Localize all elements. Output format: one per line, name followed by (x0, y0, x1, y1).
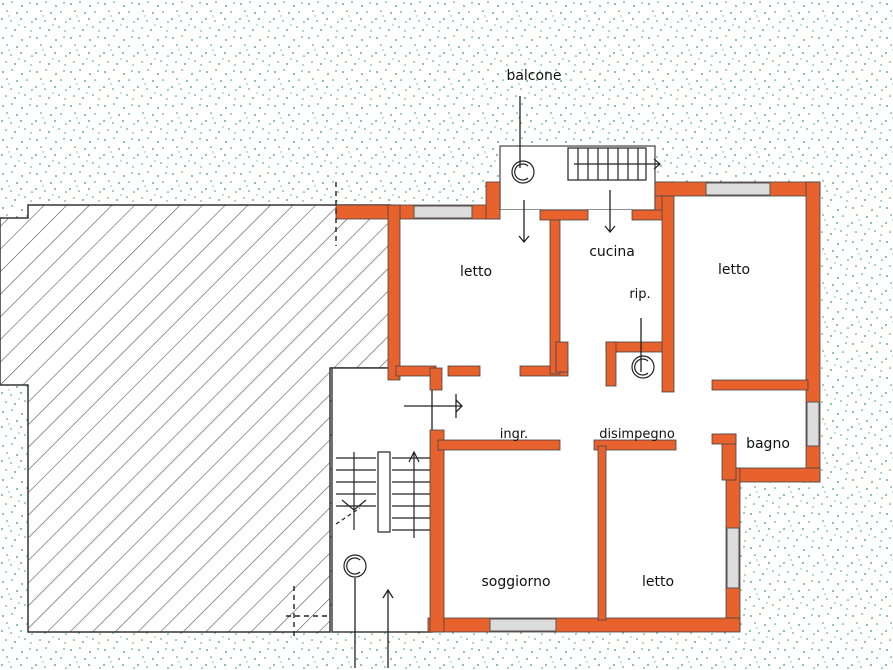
label-ingr: ingr. (500, 427, 528, 442)
flue-stairwell-icon (343, 554, 367, 578)
window-bagno (806, 401, 820, 447)
label-cucina: cucina (589, 244, 635, 260)
flue-rip-icon (631, 355, 655, 379)
arrow-stairwell-up-icon (382, 588, 394, 668)
balcony-stairs-icon (567, 147, 661, 181)
apartment-floor (388, 184, 818, 630)
window-letto-bottom-side (726, 527, 740, 589)
windows (413, 182, 820, 632)
label-bagno: bagno (746, 436, 790, 452)
arrows (354, 96, 642, 668)
window-letto-left (413, 205, 473, 219)
label-balcone: balcone (506, 68, 561, 84)
label-letto-right: letto (718, 262, 750, 278)
window-letto-right (705, 182, 771, 196)
arrow-ingr-icon (404, 394, 463, 418)
arrow-cucina-icon (604, 190, 616, 234)
arrow-letto-left-icon (518, 200, 530, 244)
hatched-area (0, 204, 391, 633)
flue-balcone-icon (511, 160, 535, 184)
label-letto-bottom: letto (642, 574, 674, 590)
property-lines (286, 182, 337, 640)
label-letto-left: letto (460, 264, 492, 280)
window-soggiorno (489, 618, 557, 632)
label-disimpegno: disimpegno (599, 427, 675, 442)
stairwell-stairs-icon (335, 450, 430, 538)
label-rip: rip. (629, 287, 650, 302)
label-soggiorno: soggiorno (481, 574, 550, 590)
